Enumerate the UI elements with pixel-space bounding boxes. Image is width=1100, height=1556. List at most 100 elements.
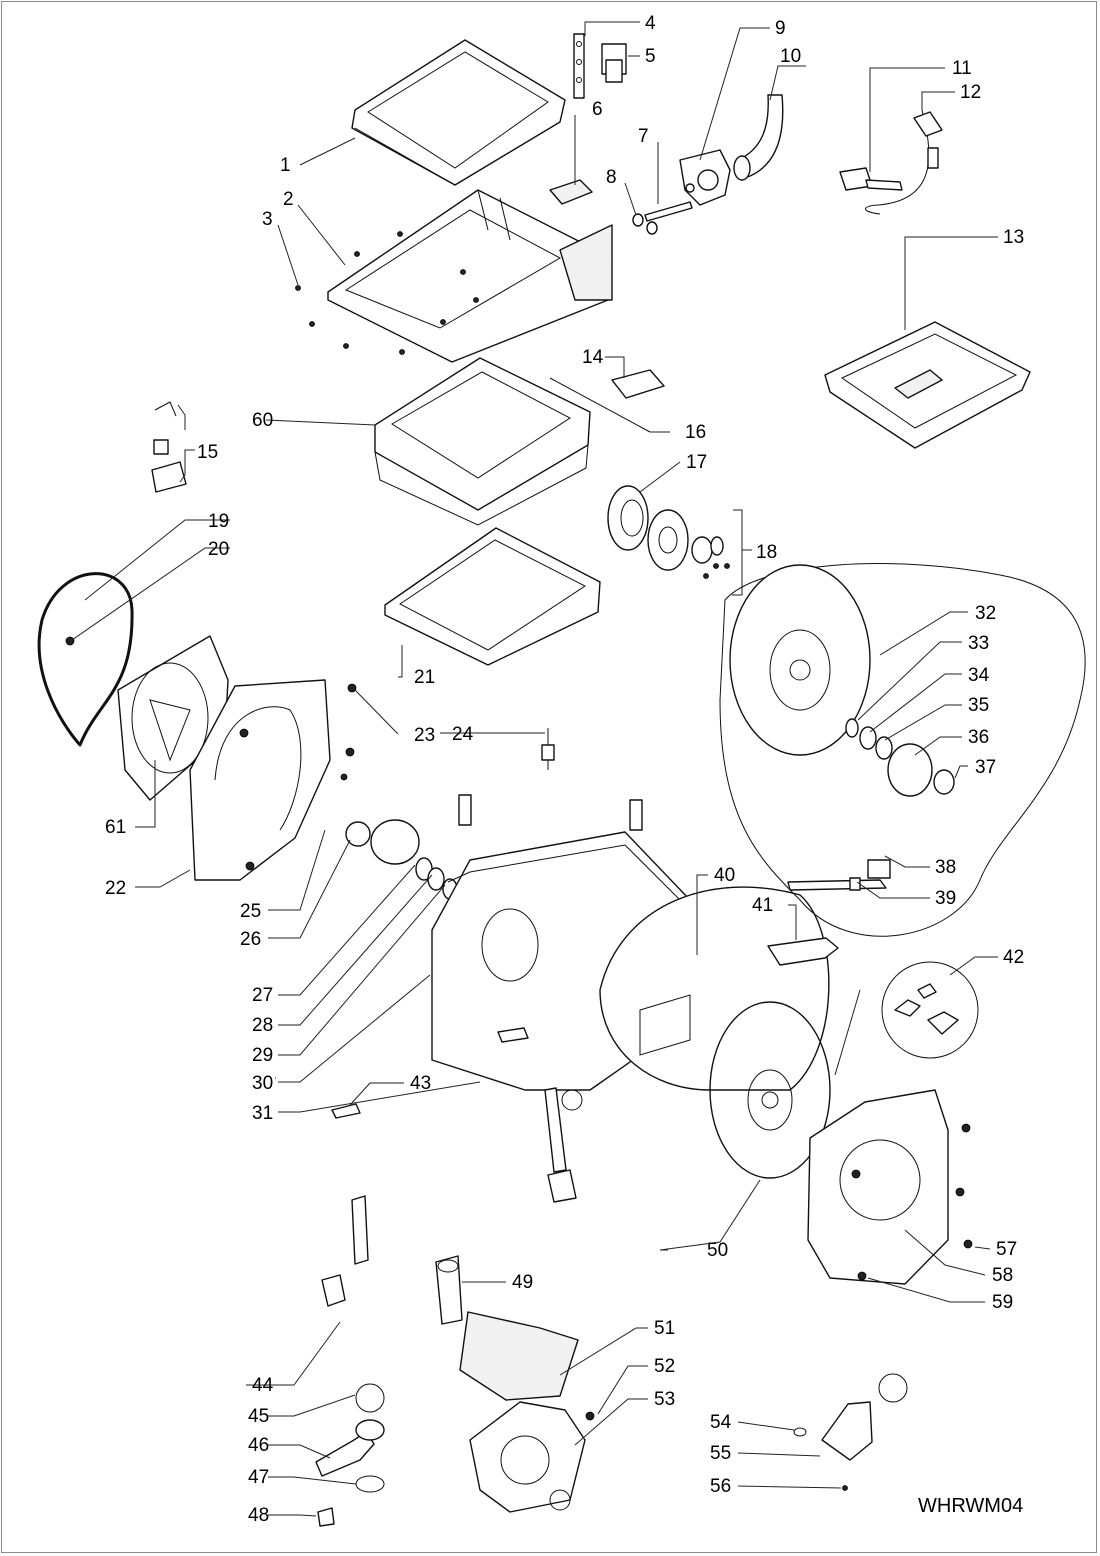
callout-24: 24 <box>452 724 474 745</box>
part-drain-pump <box>469 1401 586 1513</box>
callout-46: 46 <box>248 1435 269 1456</box>
callout-21: 21 <box>414 667 435 688</box>
callout-55: 55 <box>710 1443 731 1464</box>
callout-10: 10 <box>780 46 801 67</box>
callout-7: 7 <box>638 126 649 147</box>
part-shock-absorber-right <box>497 1027 577 1203</box>
part-bolts-23 <box>340 683 357 781</box>
callout-35: 35 <box>968 695 989 716</box>
callout-38: 38 <box>935 857 956 878</box>
drawing-code: WHRWM04 <box>918 1495 1023 1517</box>
callout-14: 14 <box>582 347 604 368</box>
callout-22: 22 <box>105 878 126 899</box>
part-inlet-hose-elbow <box>733 94 784 181</box>
callout-5: 5 <box>645 46 656 67</box>
callout-41: 41 <box>752 895 773 916</box>
part-cord-clamp <box>839 167 903 191</box>
callout-40: 40 <box>714 865 735 886</box>
callout-47: 47 <box>248 1467 269 1488</box>
part-lifter-zoom-circle <box>881 961 979 1059</box>
part-front-tub-cover <box>807 1089 971 1285</box>
callout-9: 9 <box>775 18 786 39</box>
part-inlet-valve <box>679 149 731 206</box>
callout-18: 18 <box>756 542 777 563</box>
callout-57: 57 <box>996 1239 1017 1260</box>
callout-8: 8 <box>606 167 617 188</box>
callout-49: 49 <box>512 1272 533 1293</box>
leader-lines <box>71 21 998 1517</box>
part-bearing-flange-kit <box>647 509 730 579</box>
callout-32: 32 <box>975 603 996 624</box>
callout-58: 58 <box>992 1265 1013 1286</box>
part-screw-52 <box>585 1411 595 1421</box>
callout-52: 52 <box>654 1356 675 1377</box>
part-switch-assembly <box>151 401 187 493</box>
part-filter <box>435 1255 463 1325</box>
part-top-frame <box>327 189 613 363</box>
part-o-rings <box>632 213 658 235</box>
callout-1: 1 <box>280 155 291 176</box>
callout-12: 12 <box>960 82 981 103</box>
part-hinge-bracket <box>549 179 593 205</box>
part-clip <box>317 1507 335 1527</box>
part-bolt-57 <box>963 1239 973 1249</box>
callout-48: 48 <box>248 1505 269 1526</box>
part-door-lock <box>601 43 627 83</box>
part-bracket-plate <box>573 33 585 99</box>
callout-42: 42 <box>1003 947 1024 968</box>
part-hose-clamp <box>355 1475 385 1493</box>
part-cover-tab <box>611 369 665 399</box>
callout-4: 4 <box>645 13 656 34</box>
callout-28: 28 <box>252 1015 273 1036</box>
callout-17: 17 <box>686 452 707 473</box>
callout-44: 44 <box>252 1375 274 1396</box>
callout-33: 33 <box>968 633 989 654</box>
part-inlet-tube <box>644 201 693 222</box>
callout-19: 19 <box>208 511 229 532</box>
part-screws-group-3 <box>295 231 479 355</box>
part-top-cover <box>351 39 566 186</box>
callout-13: 13 <box>1003 227 1024 248</box>
callout-26: 26 <box>240 929 261 950</box>
part-drain-hose-sump <box>315 1419 385 1477</box>
part-tub-gasket-ring <box>384 527 601 666</box>
callout-31: 31 <box>252 1103 273 1124</box>
part-pulley <box>607 485 649 551</box>
callout-36: 36 <box>968 727 989 748</box>
callout-56: 56 <box>710 1476 731 1497</box>
part-insulation-pad <box>459 1311 579 1401</box>
callout-25: 25 <box>240 901 261 922</box>
callout-27: 27 <box>252 985 273 1006</box>
callout-51: 51 <box>654 1318 675 1339</box>
part-tub-top-ring <box>374 357 591 526</box>
part-pushrod <box>549 377 651 433</box>
part-control-panel <box>824 321 1031 449</box>
callout-54: 54 <box>710 1412 732 1433</box>
part-shock-absorber-left <box>321 1103 369 1307</box>
callout-45: 45 <box>248 1406 269 1427</box>
callout-61: 61 <box>105 817 126 838</box>
callout-labels: 1 2 3 4 5 6 7 8 9 10 11 12 13 14 15 16 1… <box>105 13 1024 1526</box>
callout-2: 2 <box>283 189 294 210</box>
callout-3: 3 <box>262 209 273 230</box>
part-drive-belt <box>37 572 134 747</box>
callout-30: 30 <box>252 1073 273 1094</box>
part-bearing-washer-stack <box>345 819 458 900</box>
part-ball <box>355 1383 385 1413</box>
part-power-cord <box>865 109 943 215</box>
callout-60: 60 <box>252 410 273 431</box>
callout-20: 20 <box>208 539 229 560</box>
callout-37: 37 <box>975 757 996 778</box>
part-heater-element <box>787 859 891 891</box>
part-pressure-switch-group <box>793 1373 908 1491</box>
callout-23: 23 <box>414 725 435 746</box>
callout-6: 6 <box>592 99 603 120</box>
part-drum <box>599 886 831 1179</box>
callout-11: 11 <box>952 58 972 79</box>
part-ntc-sensor <box>849 877 861 891</box>
part-rear-tub-half <box>189 679 331 881</box>
callout-29: 29 <box>252 1045 273 1066</box>
